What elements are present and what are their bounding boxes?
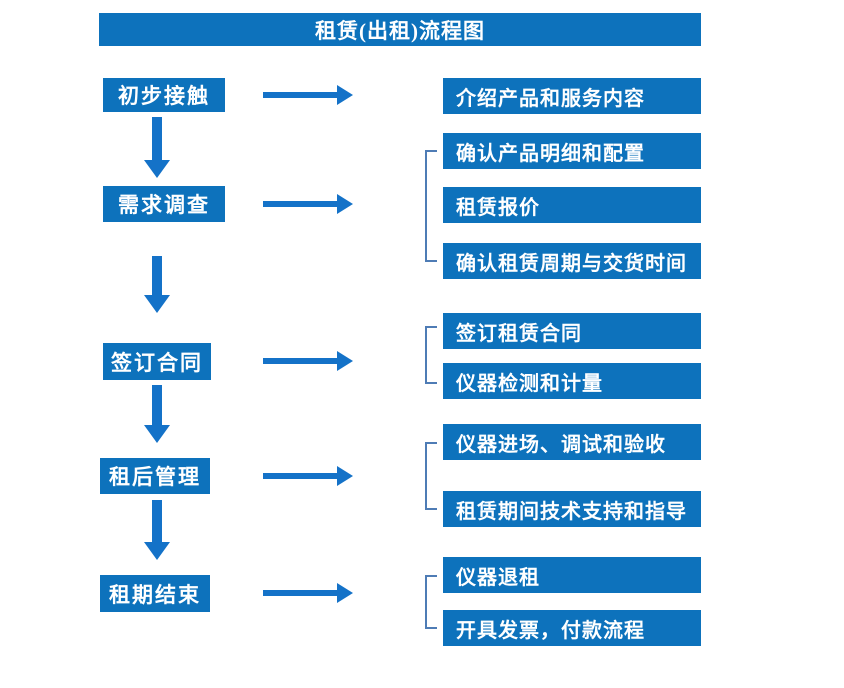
stage-box-sign-contract: 签订合同 (103, 343, 211, 380)
arrow-head (144, 542, 170, 560)
output-box-confirm-product-details: 确认产品明细和配置 (443, 133, 701, 169)
arrow-stem (152, 500, 162, 543)
output-box-instrument-testing: 仪器检测和计量 (443, 363, 701, 399)
arrow-line (263, 358, 338, 364)
output-box-introduce-products: 介绍产品和服务内容 (443, 78, 701, 114)
down-arrow-2 (144, 256, 170, 313)
output-box-instrument-return: 仪器退租 (443, 557, 701, 593)
flowchart-title: 租赁(出租)流程图 (99, 13, 701, 46)
down-arrow-1 (144, 117, 170, 178)
arrow-head (144, 295, 170, 313)
arrow-stem (152, 385, 162, 426)
output-box-instrument-entry: 仪器进场、调试和验收 (443, 424, 701, 460)
arrow-head (337, 583, 353, 603)
arrow-head (337, 194, 353, 214)
arrow-line (263, 92, 338, 98)
group-bracket-rental-end (425, 575, 437, 629)
arrow-line (263, 473, 338, 479)
arrow-stem (152, 256, 162, 296)
output-box-technical-support: 租赁期间技术支持和指导 (443, 491, 701, 527)
arrow-line (263, 201, 338, 207)
arrow-head (337, 85, 353, 105)
arrow-head (337, 466, 353, 486)
arrow-head (144, 160, 170, 178)
group-bracket-sign-contract (425, 326, 437, 384)
arrow-stem (152, 117, 162, 160)
stage-box-demand-survey: 需求调查 (103, 186, 225, 222)
stage-box-initial-contact: 初步接触 (103, 78, 225, 112)
arrow-head (144, 425, 170, 443)
group-bracket-post-rental (425, 442, 437, 510)
arrow-head (337, 351, 353, 371)
right-arrow-rental-end (263, 583, 353, 603)
right-arrow-post-rental (263, 466, 353, 486)
down-arrow-3 (144, 385, 170, 443)
right-arrow-demand-survey (263, 194, 353, 214)
output-box-invoice-payment: 开具发票，付款流程 (443, 610, 701, 646)
stage-box-post-rental-management: 租后管理 (100, 458, 210, 494)
group-bracket-demand-survey (425, 150, 437, 262)
arrow-line (263, 590, 338, 596)
output-box-confirm-rental-period: 确认租赁周期与交货时间 (443, 243, 701, 279)
right-arrow-sign-contract (263, 351, 353, 371)
stage-box-rental-end: 租期结束 (100, 575, 210, 612)
down-arrow-4 (144, 500, 170, 560)
output-box-rental-quote: 租赁报价 (443, 187, 701, 223)
right-arrow-initial-contact (263, 85, 353, 105)
output-box-sign-rental-contract: 签订租赁合同 (443, 313, 701, 349)
